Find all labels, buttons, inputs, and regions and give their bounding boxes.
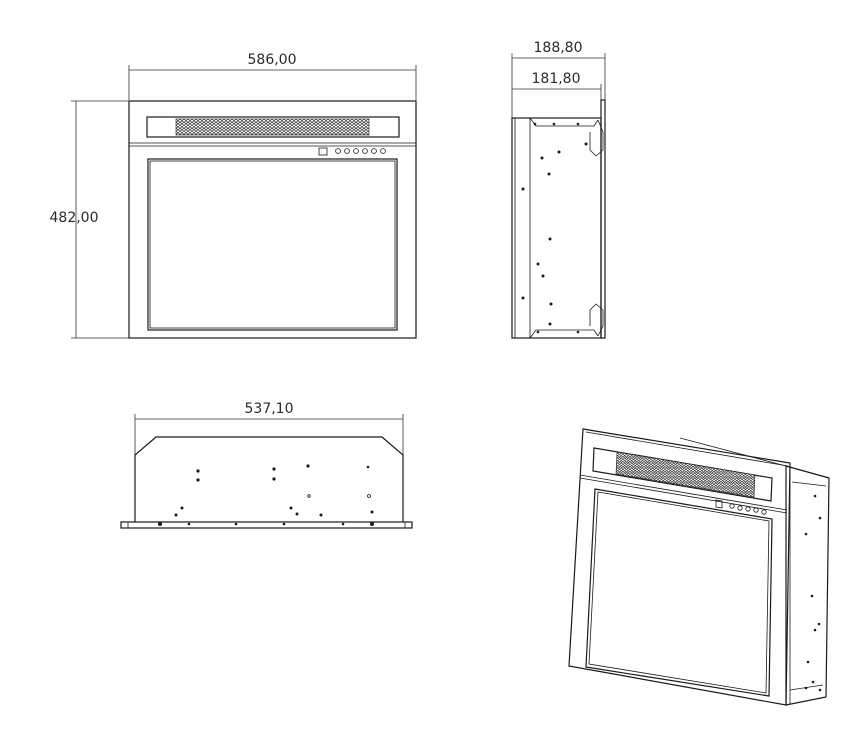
front-width-label: 586,00: [248, 52, 297, 68]
top-width-dimension: 537,10: [134, 401, 404, 455]
front-height-label: 482,00: [50, 210, 99, 226]
front-control-panel: [318, 147, 386, 156]
iso-control-panel: [715, 499, 767, 515]
side-depth-inner-dimension: 181,80: [512, 71, 602, 100]
side-view: 188,80 181,80: [511, 40, 606, 339]
side-depth-outer-dimension: 188,80: [511, 40, 606, 118]
front-header-bar: [146, 116, 400, 138]
top-screw-holes: [158, 464, 374, 526]
iso-glass-panel: [585, 488, 773, 697]
top-body-outline: [134, 436, 404, 522]
side-depth-inner-label: 181,80: [532, 71, 581, 87]
iso-front-frame: [568, 428, 791, 706]
iso-heater-grille: [615, 451, 756, 498]
side-front-panel: [600, 99, 606, 339]
top-view: 537,10: [120, 401, 413, 529]
top-width-label: 537,10: [245, 401, 294, 417]
front-outer-frame: [128, 100, 417, 339]
front-glass-panel: [147, 158, 398, 331]
front-view: 586,00 482,00: [50, 52, 417, 339]
side-body: [511, 117, 602, 339]
isometric-view: [568, 428, 830, 706]
side-screw-holes: [521, 122, 588, 334]
front-heater-grille: [175, 118, 370, 136]
iso-side-screw-holes: [804, 494, 822, 692]
top-front-flange: [120, 521, 413, 529]
front-height-dimension: 482,00: [50, 100, 129, 339]
front-width-dimension: 586,00: [128, 52, 417, 100]
iso-side-box: [785, 465, 830, 706]
side-depth-outer-label: 188,80: [534, 40, 583, 56]
